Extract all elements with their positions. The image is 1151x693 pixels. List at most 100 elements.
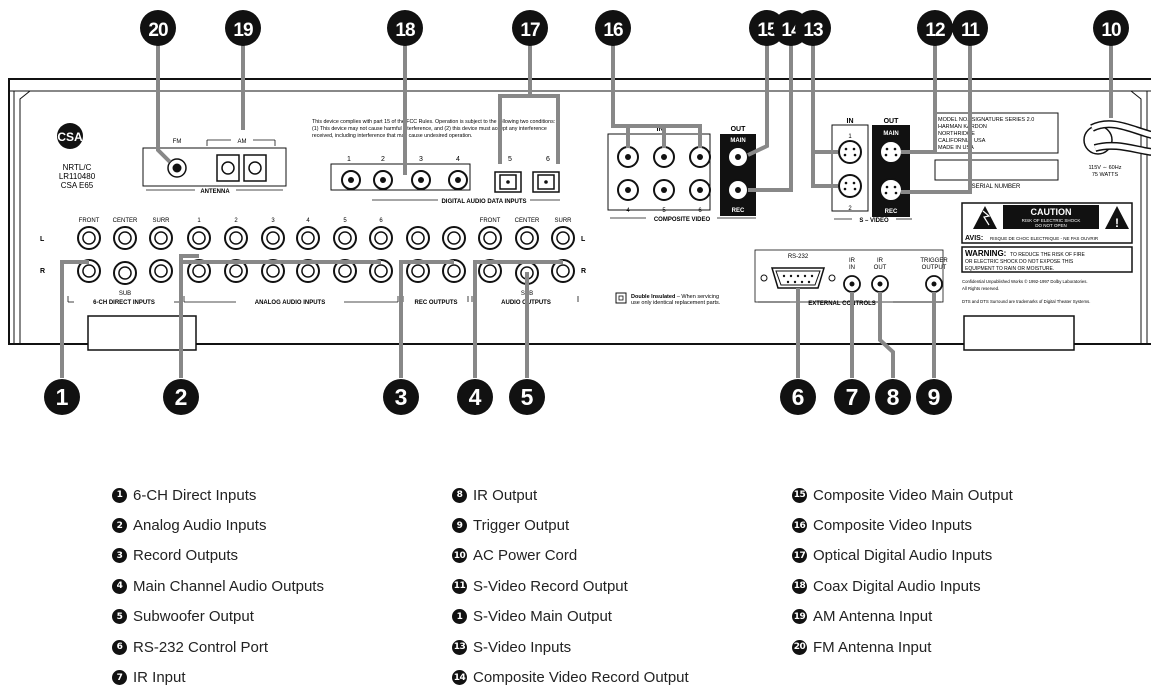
double-insulated-bold: Double Insulated — [631, 294, 675, 300]
jack-inner-ring — [154, 264, 168, 278]
jack-inner-ring — [483, 231, 497, 245]
callout-number: 2 — [175, 384, 188, 410]
legend-number-badge: 19 — [792, 609, 807, 625]
composite-video-section: IN 1 2 3 4 5 6 OUT MAIN REC COMPOSITE VI… — [607, 126, 756, 223]
warning-line-1: TO REDUCE THE RISK OF FIRE — [1010, 252, 1085, 258]
composite-number: 5 — [662, 208, 666, 214]
svideo-number: 1 — [848, 134, 852, 140]
rs232-port[interactable] — [770, 267, 826, 289]
rca-jack-left[interactable] — [224, 226, 248, 250]
dolby-notice-line-1: Confidential Unpublished Works © 1992-19… — [962, 279, 1088, 284]
callout-marker-13 — [795, 10, 831, 46]
jack-inner-ring — [301, 231, 315, 245]
callout-marker-5 — [509, 379, 545, 415]
channel-right-label: R — [40, 268, 45, 275]
callout-marker-4 — [457, 379, 493, 415]
rear-panel-diagram: CSA NRTL/C LR110480 CSA E65 FM AM ANTENN… — [8, 10, 1151, 415]
composite-video-input-jacks — [617, 146, 711, 201]
legend-number-badge: 1 — [112, 487, 127, 503]
legend-label: S-Video Inputs — [473, 638, 572, 656]
jack-inner-ring — [229, 264, 243, 278]
rca-jack-left[interactable] — [515, 226, 539, 250]
am-antenna-terminal-2[interactable] — [243, 154, 267, 182]
am-antenna-terminal-1[interactable] — [216, 154, 240, 182]
s-video-record-output-jack[interactable] — [879, 178, 903, 202]
channel-right-label: R — [581, 268, 586, 275]
rca-jack-left[interactable] — [478, 226, 502, 250]
callout-number: 1 — [56, 384, 69, 410]
audio-out-center-label: CENTER — [515, 218, 540, 224]
fcc-line-1: This device complies with part 15 of the… — [312, 119, 555, 125]
rca-jack-left[interactable] — [113, 226, 137, 250]
external-controls-group-label: EXTERNAL CONTROLS — [808, 301, 876, 307]
avis-label: AVIS: — [965, 235, 983, 242]
composite-in-label: IN — [657, 126, 664, 133]
s-video-input-jack[interactable] — [838, 174, 862, 198]
rca-jack-left[interactable] — [149, 226, 173, 250]
rca-jack-left[interactable] — [406, 226, 430, 250]
svideo-group-label: S – VIDEO — [859, 218, 889, 224]
callout-number: 18 — [395, 20, 415, 41]
legend-label: S-Video Main Output — [473, 608, 612, 626]
legend-number-badge: 14 — [452, 670, 467, 686]
serial-number-label: SERIAL NUMBER — [972, 184, 1021, 190]
jack-inner-ring — [82, 264, 96, 278]
jack-inner-ring — [520, 231, 534, 245]
jack-inner-ring — [447, 231, 461, 245]
coax-digital-inputs: 1 2 3 4 — [341, 156, 468, 190]
legend-label: S-Video Record Output — [473, 577, 628, 595]
s-video-output-block — [872, 125, 910, 217]
s-video-input-jack[interactable] — [838, 140, 862, 164]
jack-inner-ring — [411, 264, 425, 278]
ir-out-label: OUT — [874, 265, 887, 271]
legend-number-badge: 6 — [112, 639, 127, 655]
callout-marker-8 — [875, 379, 911, 415]
rca-jack-left[interactable] — [369, 226, 393, 250]
model-line: HARMAN KARDON — [938, 124, 987, 130]
rca-jack-right[interactable] — [149, 259, 173, 283]
rca-jack-left[interactable] — [296, 226, 320, 250]
optical-number: 6 — [546, 156, 550, 163]
jack-inner-ring — [266, 264, 280, 278]
rca-jack-left[interactable] — [261, 226, 285, 250]
double-insulated-notice: Double Insulated – When servicing use on… — [615, 292, 721, 306]
jack-inner-ring — [118, 266, 132, 280]
external-controls: RS-232 IR IN IR OUT TRIGGER OUTPUT EXTER… — [754, 249, 948, 307]
jack-inner-ring — [118, 231, 132, 245]
callout-marker-17 — [512, 10, 548, 46]
rca-jack-left[interactable] — [442, 226, 466, 250]
callout-marker-12 — [917, 10, 953, 46]
dolby-notice-line-2: All Rights reserved. — [962, 286, 999, 291]
callout-number: 3 — [395, 384, 408, 410]
s-video-main-output-jack[interactable] — [879, 140, 903, 164]
antenna-section: FM AM ANTENNA — [142, 139, 287, 195]
digital-inputs-group-label: DIGITAL AUDIO DATA INPUTS — [441, 199, 526, 205]
jack-inner-ring — [338, 231, 352, 245]
callout-marker-3 — [383, 379, 419, 415]
rca-jack-left[interactable] — [551, 226, 575, 250]
callout-marker-19 — [225, 10, 261, 46]
svg-text:CSA: CSA — [57, 130, 83, 144]
legend-label: IR Output — [473, 486, 538, 504]
rca-jack-left[interactable] — [77, 226, 101, 250]
rca-jack-sub[interactable] — [113, 261, 137, 285]
analog-number: 4 — [306, 218, 310, 224]
legend-number-badge: 3 — [112, 548, 127, 564]
jack-inner-ring — [229, 231, 243, 245]
jack-inner-ring — [266, 231, 280, 245]
rca-jack-left[interactable] — [333, 226, 357, 250]
rca-jack-left[interactable] — [187, 226, 211, 250]
svideo-number: 2 — [848, 206, 852, 212]
chassis — [8, 78, 1151, 351]
callout-marker-16 — [595, 10, 631, 46]
callout-marker-6 — [780, 379, 816, 415]
direct-surr-label: SURR — [152, 218, 170, 224]
